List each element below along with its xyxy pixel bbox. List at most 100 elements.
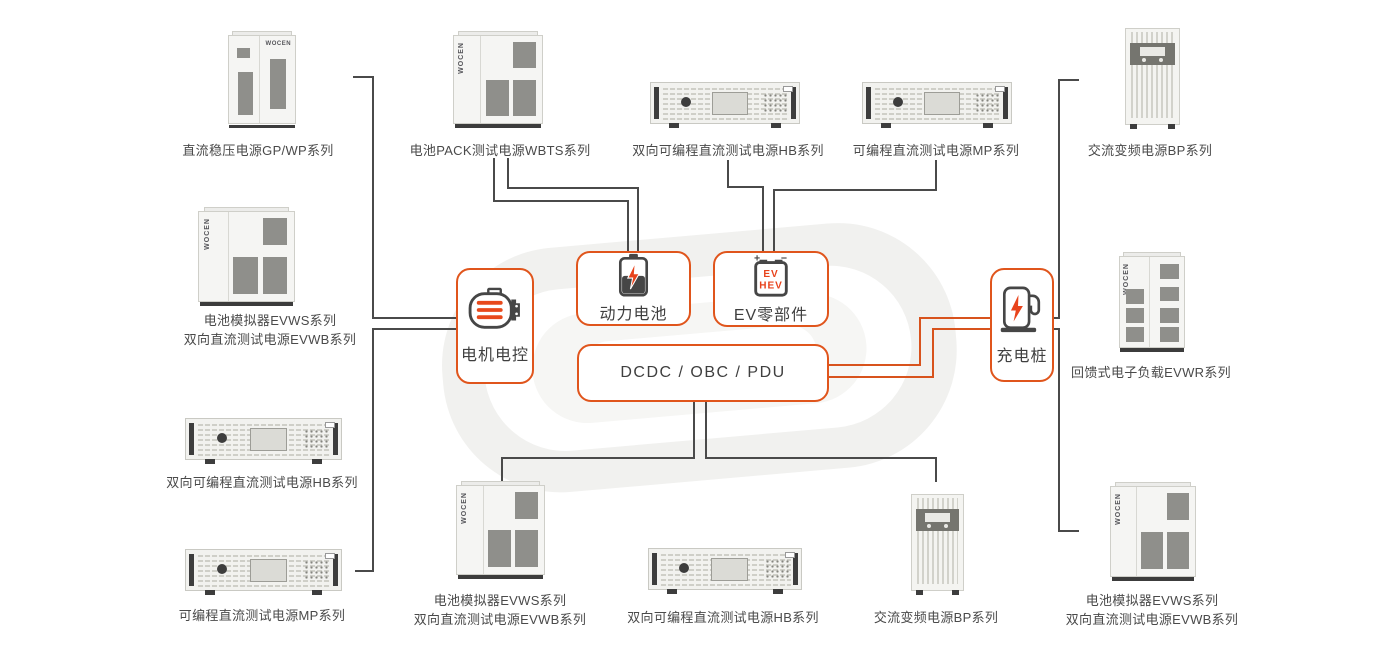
device-wbts-cabinet: WOCEN bbox=[453, 31, 543, 128]
tower-display bbox=[1139, 46, 1166, 56]
connector-line bbox=[372, 317, 456, 319]
rack-foot bbox=[667, 589, 678, 594]
rack-knob bbox=[217, 563, 227, 574]
connector-line bbox=[705, 457, 937, 459]
connector-line bbox=[507, 187, 639, 189]
cabinet-panel bbox=[515, 530, 538, 567]
connector-line bbox=[493, 200, 629, 202]
tower-foot bbox=[1130, 124, 1138, 129]
wocen-logo: WOCEN bbox=[458, 42, 466, 74]
cabinet-panel bbox=[488, 530, 511, 567]
cabinet-panel bbox=[1167, 531, 1190, 569]
rack-handle bbox=[189, 554, 194, 586]
rack-handle bbox=[333, 554, 338, 586]
label-gp-wp: 直流稳压电源GP/WP系列 bbox=[182, 143, 334, 158]
label-line: 双向直流测试电源EVWB系列 bbox=[413, 612, 587, 627]
ev-parts-battery-icon: + − EV HEV bbox=[754, 254, 788, 297]
connector-line bbox=[935, 160, 937, 191]
connector-line bbox=[493, 158, 495, 202]
connector-line bbox=[727, 186, 764, 188]
svg-text:+: + bbox=[754, 254, 761, 265]
tower-button bbox=[927, 524, 932, 529]
rack-knob bbox=[679, 562, 690, 573]
tower-foot bbox=[951, 590, 959, 595]
device-hb-rack-top bbox=[650, 82, 800, 128]
cabinet-panel bbox=[233, 256, 258, 294]
rack-handle bbox=[654, 87, 659, 119]
connector-line bbox=[935, 457, 937, 482]
motor-icon bbox=[468, 287, 520, 329]
device-mp-rack-top bbox=[862, 82, 1012, 128]
cabinet-base bbox=[1111, 577, 1195, 581]
connector-line bbox=[372, 328, 456, 330]
cabinet-panel bbox=[262, 218, 288, 245]
rack-keypad bbox=[303, 559, 331, 580]
rack-keypad bbox=[303, 428, 331, 449]
connector-line-accent bbox=[824, 364, 921, 366]
rack-foot bbox=[668, 123, 679, 128]
connector-line bbox=[773, 189, 937, 191]
device-mp-rack-left bbox=[185, 549, 342, 595]
cabinet-panel bbox=[512, 79, 536, 117]
wocen-logo: WOCEN bbox=[1115, 493, 1123, 526]
cabinet-panel bbox=[262, 256, 288, 294]
connector-line-accent bbox=[932, 329, 934, 378]
cabinet-base bbox=[1120, 348, 1184, 352]
wocen-logo: WOCEN bbox=[461, 492, 469, 524]
device-hb-rack-left bbox=[185, 418, 342, 464]
label-line: 双向直流测试电源EVWB系列 bbox=[1065, 612, 1239, 627]
label-evws-left: 电池模拟器EVWS系列 双向直流测试电源EVWB系列 bbox=[150, 311, 390, 349]
rack-foot bbox=[312, 459, 323, 464]
cabinet-panel bbox=[1159, 327, 1179, 342]
label-bp-bottom: 交流变频电源BP系列 bbox=[873, 610, 999, 625]
connector-line bbox=[501, 457, 695, 459]
module-charger-box: 充电桩 bbox=[990, 268, 1054, 382]
cabinet-panel bbox=[1126, 327, 1145, 342]
rack-handle bbox=[333, 423, 338, 455]
label-mp-top: 可编程直流测试电源MP系列 bbox=[852, 143, 1020, 158]
label-line: 电池模拟器EVWS系列 bbox=[203, 313, 337, 328]
tower-foot bbox=[1167, 124, 1175, 129]
connector-line bbox=[727, 160, 729, 188]
cabinet-body: WOCEN bbox=[198, 211, 295, 302]
rack-knob bbox=[680, 96, 691, 107]
cabinet-base bbox=[457, 575, 544, 579]
cabinet-base bbox=[229, 125, 295, 128]
rack-display bbox=[711, 91, 748, 115]
tower-button bbox=[1141, 58, 1146, 63]
power-battery-icon bbox=[618, 253, 649, 297]
rack-indicator bbox=[324, 553, 335, 560]
rack-handle bbox=[791, 87, 796, 119]
label-evws-bottom: 电池模拟器EVWS系列 双向直流测试电源EVWB系列 bbox=[380, 591, 620, 629]
rack-indicator bbox=[783, 86, 794, 93]
connector-line bbox=[705, 397, 707, 459]
cabinet-panel bbox=[1126, 308, 1145, 323]
device-bp-tower-bottom bbox=[911, 494, 964, 595]
connector-line-accent bbox=[919, 318, 921, 366]
connector-line bbox=[372, 328, 374, 572]
rack-keypad bbox=[763, 92, 789, 113]
cabinet-panel bbox=[1167, 493, 1190, 520]
cabinet-base bbox=[454, 124, 542, 128]
label-evwr-right: 回馈式电子负载EVWR系列 bbox=[1071, 365, 1231, 380]
svg-text:−: − bbox=[781, 254, 788, 265]
rack-handle bbox=[189, 423, 194, 455]
connector-line bbox=[637, 187, 639, 252]
connector-line bbox=[1049, 317, 1060, 319]
label-hb-bottom: 双向可编程直流测试电源HB系列 bbox=[627, 610, 819, 625]
label-bp-top: 交流变频电源BP系列 bbox=[1087, 143, 1213, 158]
connector-line-accent bbox=[932, 328, 990, 330]
label-line: 电池模拟器EVWS系列 bbox=[433, 593, 567, 608]
rack-knob bbox=[217, 432, 227, 443]
connector-line bbox=[627, 200, 629, 252]
module-battery-box: 动力电池 bbox=[576, 251, 691, 326]
ev-icon-text: EV bbox=[763, 268, 778, 279]
cabinet-body: WOCEN bbox=[456, 485, 545, 575]
cabinet-panel bbox=[236, 48, 251, 58]
connector-line bbox=[1058, 79, 1060, 319]
connector-line bbox=[773, 189, 775, 252]
cabinet-panel bbox=[1159, 264, 1179, 279]
cabinet-base bbox=[199, 302, 294, 306]
rack-foot bbox=[771, 123, 782, 128]
